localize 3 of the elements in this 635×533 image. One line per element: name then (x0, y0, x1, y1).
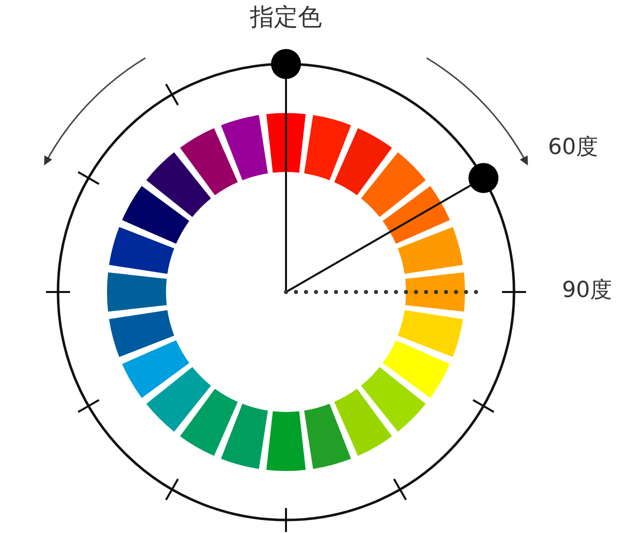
angle-label: 90度 (562, 279, 612, 304)
marker-label: 指定色 (250, 4, 322, 30)
angle-label: 60度 (548, 136, 598, 160)
